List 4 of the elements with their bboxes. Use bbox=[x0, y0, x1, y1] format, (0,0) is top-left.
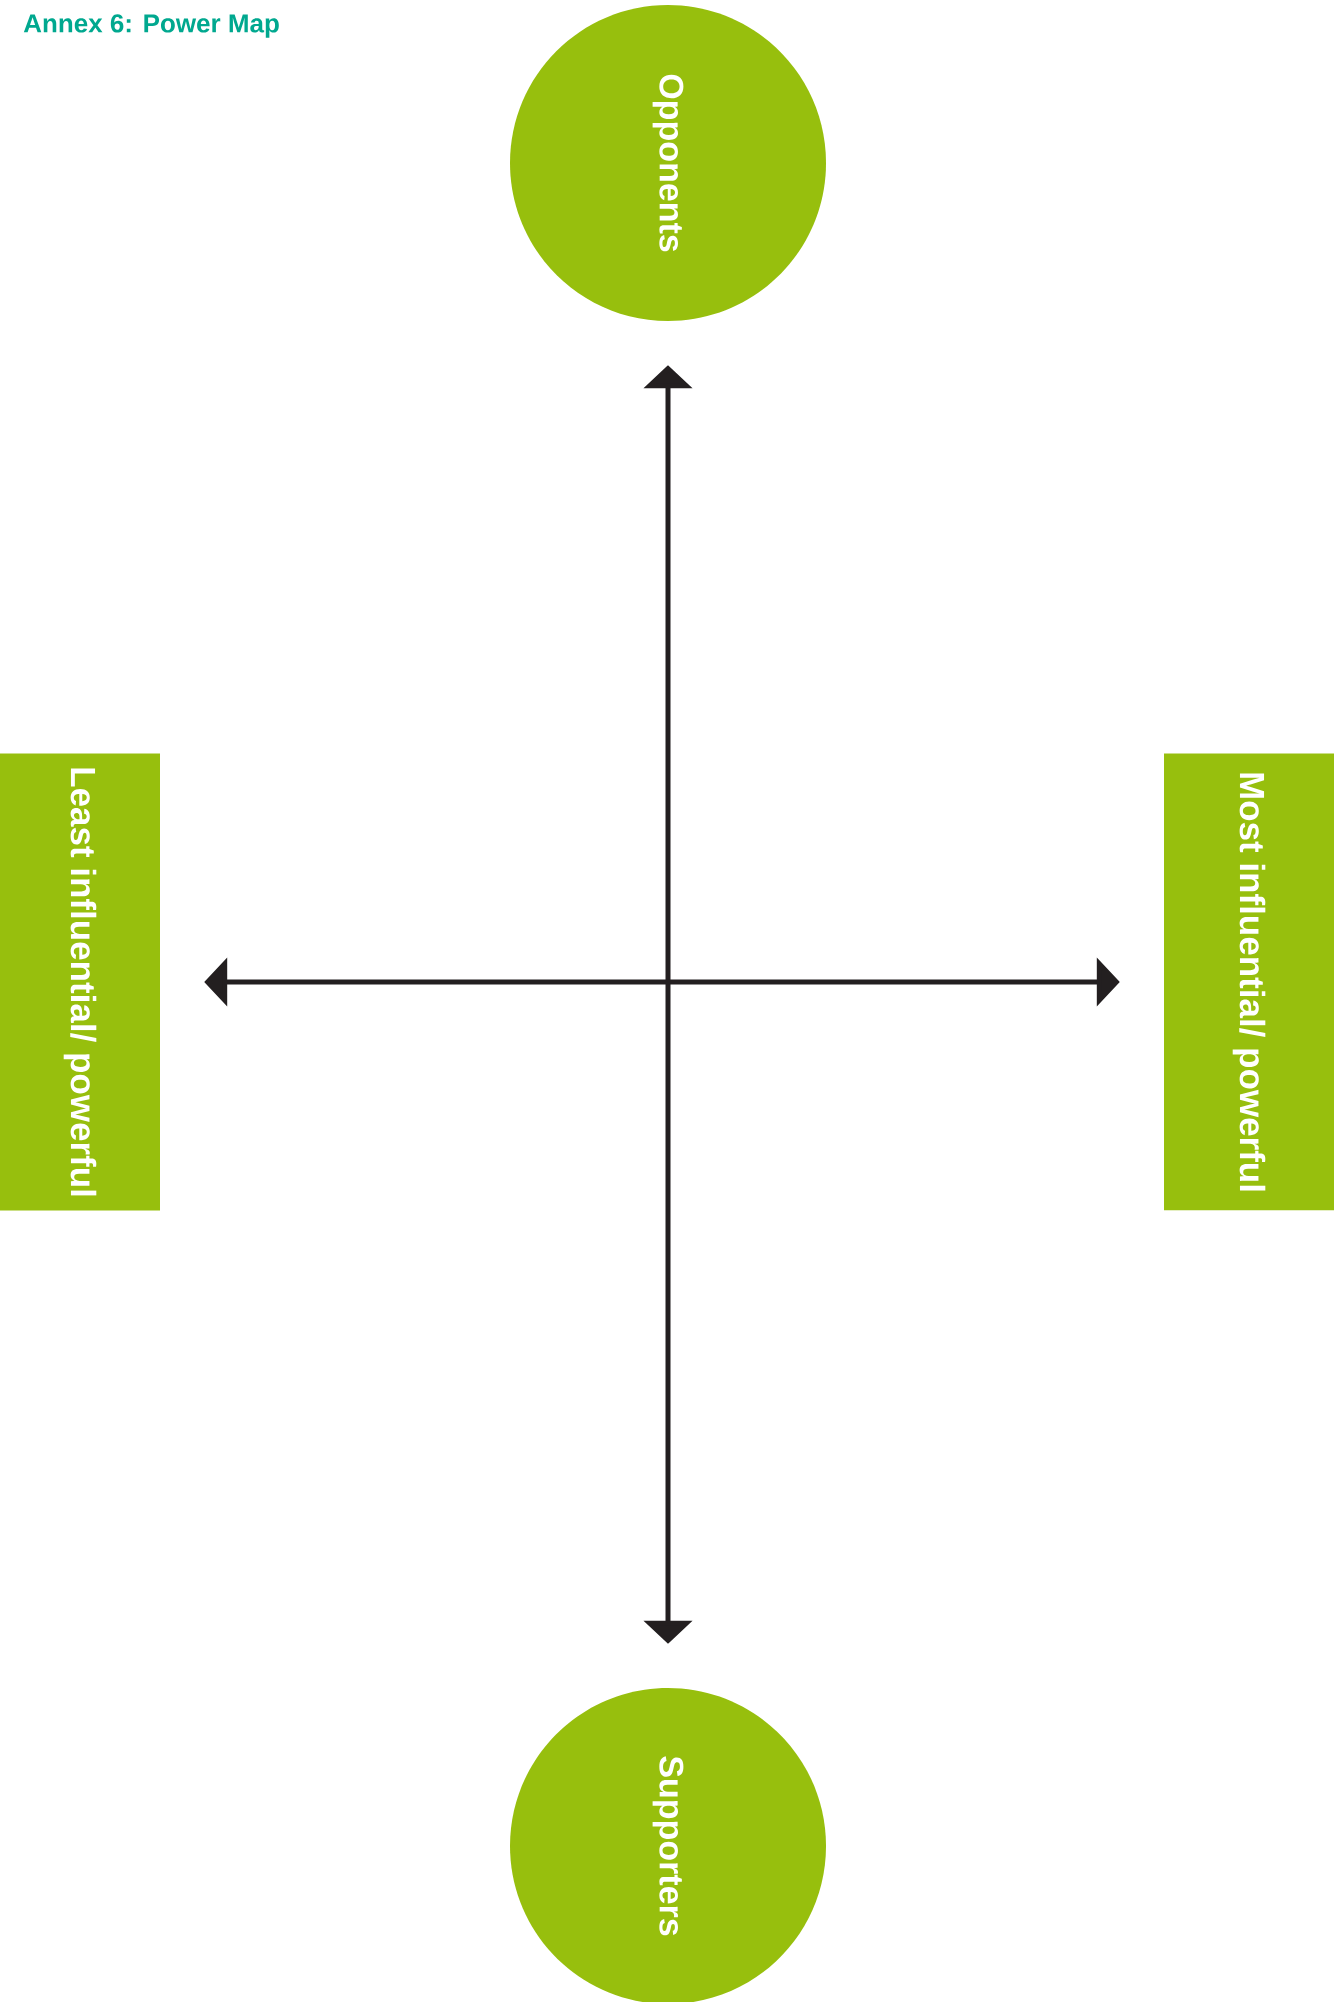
label-box: Most influential/ powerful bbox=[1164, 753, 1334, 1211]
heading: Annex 6: Power Map bbox=[23, 14, 279, 38]
circle-node: Opponents bbox=[510, 5, 826, 321]
label-box: Least influential/ powerful bbox=[0, 753, 160, 1211]
